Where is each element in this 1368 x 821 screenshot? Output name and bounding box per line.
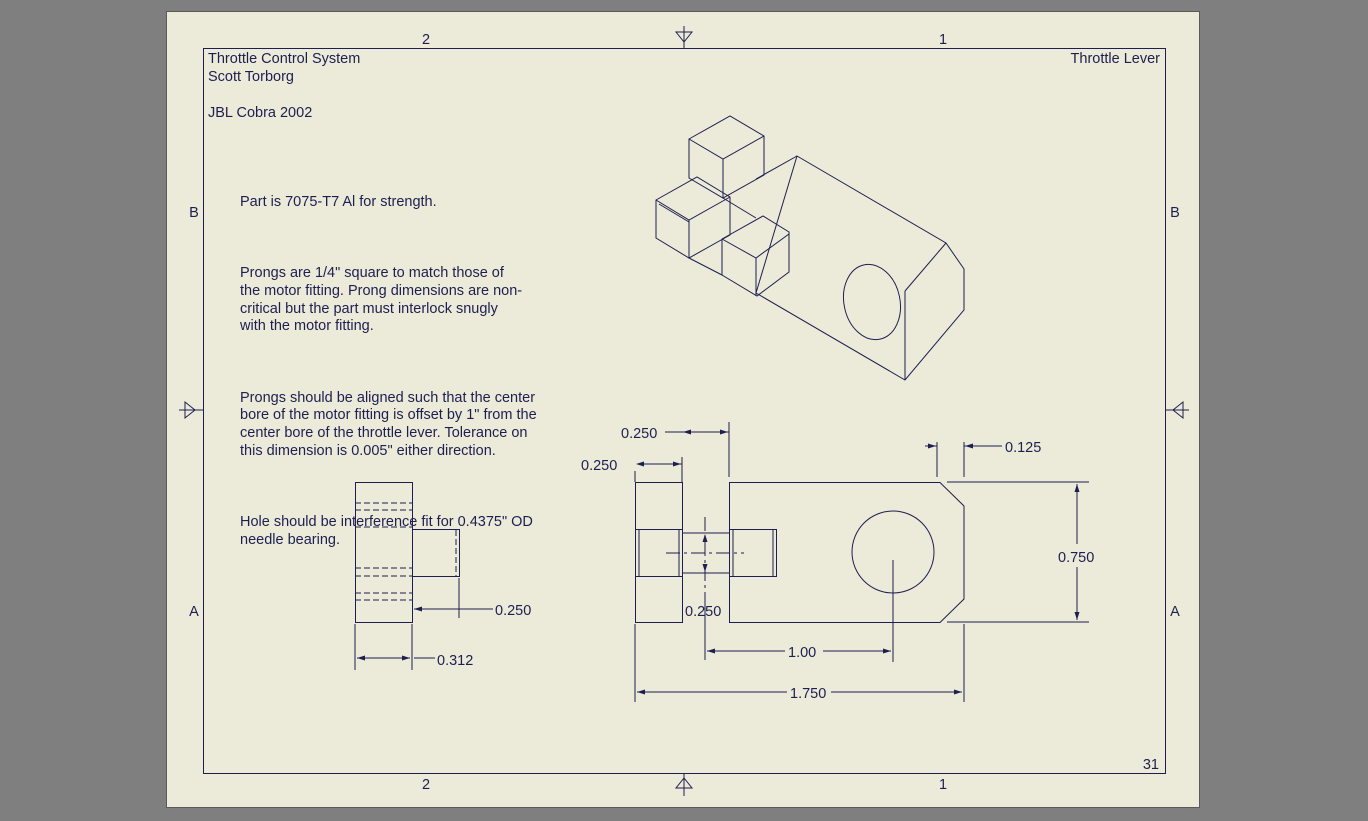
note-hole-fit: Hole should be interference fit for 0.43… <box>240 514 533 548</box>
dim-hole-offset: 1.00 <box>788 645 816 661</box>
zone-label-right-lower: A <box>1170 604 1180 620</box>
technical-drawing: 2 1 2 1 B B A A 0.250 0.312 0.250 0.250 … <box>179 26 1189 796</box>
zone-label-top-right: 1 <box>939 32 947 48</box>
isometric-view <box>655 115 965 381</box>
dim-overall-length: 1.750 <box>790 686 826 702</box>
note-material: Part is 7075-T7 Al for strength. <box>240 193 437 210</box>
top-view <box>634 422 1089 702</box>
sheet-number: 31 <box>1142 757 1159 773</box>
drawing-notes: Part is 7075-T7 Al for strength. Prongs … <box>240 176 537 568</box>
dim-prong-gap: 0.250 <box>685 604 721 620</box>
note-alignment: Prongs should be aligned such that the c… <box>240 389 537 459</box>
zone-label-bottom-left: 2 <box>422 777 430 793</box>
side-view <box>354 482 493 670</box>
drawing-border <box>203 48 1166 774</box>
zone-label-left-lower: A <box>189 604 199 620</box>
dimension-arrows <box>357 429 1080 695</box>
dim-chamfer: 0.125 <box>1005 440 1041 456</box>
project-title: Throttle Control System <box>208 51 361 67</box>
dim-height: 0.750 <box>1058 550 1094 566</box>
dim-side-body-width: 0.312 <box>437 653 473 669</box>
note-prongs: Prongs are 1/4" square to match those of… <box>240 264 523 335</box>
dim-top-prong-offset: 0.250 <box>581 458 617 474</box>
zone-label-top-left: 2 <box>422 32 430 48</box>
zone-label-left-upper: B <box>189 205 199 221</box>
part-name: Throttle Lever <box>1070 51 1160 67</box>
drawing-sheet: Throttle Control System Scott Torborg JB… <box>166 11 1200 808</box>
dim-top-prong-width: 0.250 <box>621 426 657 442</box>
zone-label-right-upper: B <box>1170 205 1180 221</box>
author-name: Scott Torborg <box>208 69 294 85</box>
dim-side-prong-length: 0.250 <box>495 603 531 619</box>
team-name: JBL Cobra 2002 <box>208 105 313 121</box>
centering-marks <box>179 26 1189 796</box>
zone-label-bottom-right: 1 <box>939 777 947 793</box>
